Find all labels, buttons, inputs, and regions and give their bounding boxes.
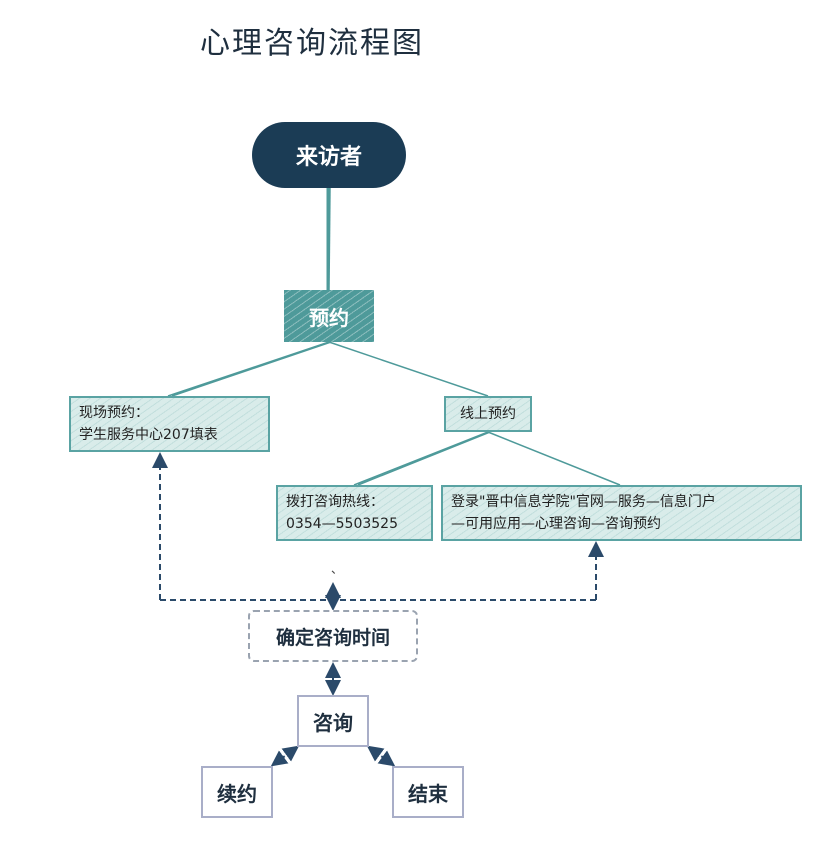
stray-mark: 、 (331, 562, 344, 576)
node-web-line2: —可用应用—心理咨询—咨询预约 (451, 516, 661, 532)
node-confirm-time: 确定咨询时间 (248, 610, 418, 662)
connector-online-phone (353, 431, 489, 486)
node-online: 线上预约 (444, 396, 532, 432)
node-confirm-time-label: 确定咨询时间 (275, 626, 390, 649)
diagram-title: 心理咨询流程图 (200, 26, 424, 61)
connector-consult-finish (366, 745, 396, 767)
connector-appointment-online (328, 341, 489, 397)
node-visitor-label: 来访者 (295, 145, 362, 170)
node-visitor: 来访者 (252, 122, 406, 188)
node-onsite-line2: 学生服务中心207填表 (79, 427, 218, 443)
node-onsite: 现场预约： 学生服务中心207填表 (69, 396, 270, 452)
connector-appointment-onsite (167, 341, 330, 397)
node-online-label: 线上预约 (460, 406, 516, 422)
node-consult-label: 咨询 (313, 710, 353, 735)
node-web-line1: 登录"晋中信息学院"官网—服务—信息门户 (451, 494, 716, 510)
connector-online-web (487, 431, 621, 486)
node-renew-label: 续约 (217, 781, 257, 806)
node-appointment-label: 预约 (309, 305, 349, 330)
node-appointment: 预约 (284, 290, 374, 342)
node-finish-label: 结束 (408, 781, 448, 806)
connector-consult-renew (270, 745, 300, 767)
node-consult: 咨询 (297, 695, 369, 747)
node-finish: 结束 (392, 766, 464, 818)
node-phone: 拨打咨询热线： 0354—5503525 (276, 485, 433, 541)
node-phone-line1: 拨打咨询热线： (286, 494, 384, 510)
node-web: 登录"晋中信息学院"官网—服务—信息门户 —可用应用—心理咨询—咨询预约 (441, 485, 802, 541)
node-phone-line2: 0354—5503525 (286, 516, 398, 532)
node-renew: 续约 (201, 766, 273, 818)
node-onsite-line1: 现场预约： (79, 405, 149, 421)
